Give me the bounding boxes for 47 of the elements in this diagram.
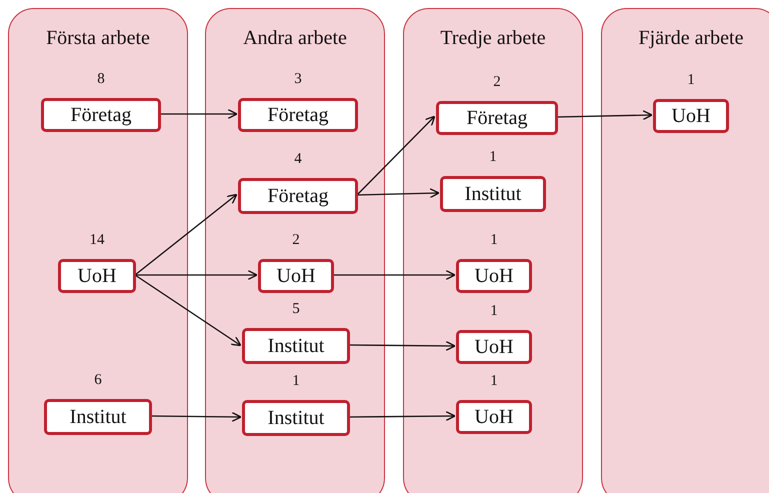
box-label: UoH <box>474 406 514 428</box>
count-label: 2 <box>493 74 501 91</box>
box-label: UoH <box>672 104 710 128</box>
column-panel <box>8 8 188 493</box>
box-label: Institut <box>268 406 324 430</box>
arrow <box>333 270 456 280</box>
column-panel <box>601 8 769 493</box>
arrow <box>356 116 436 196</box>
count-label: 6 <box>94 372 102 389</box>
arrow <box>151 412 242 422</box>
box-label: UoH <box>78 264 116 288</box>
box-label: UoH <box>276 264 316 288</box>
arrow <box>135 270 258 280</box>
arrow <box>160 108 238 120</box>
arrow <box>556 110 653 120</box>
count-label: 1 <box>292 373 300 390</box>
box-label: Företag <box>267 104 329 126</box>
arrow <box>134 274 242 346</box>
arrow <box>134 194 238 276</box>
column-heading: Första arbete <box>45 27 151 50</box>
arrow <box>349 410 456 422</box>
column-heading: Tredje arbete <box>439 27 547 50</box>
box-label: UoH <box>474 264 514 288</box>
count-label: 1 <box>490 373 498 390</box>
count-label: 5 <box>292 301 300 318</box>
column-heading: Andra arbete <box>242 27 348 50</box>
box-label: Företag <box>466 106 528 130</box>
box-label: Institut <box>464 182 522 206</box>
box-label: Institut <box>70 406 126 428</box>
count-label: 1 <box>490 303 498 320</box>
arrow <box>356 188 440 198</box>
count-label: 3 <box>294 71 302 88</box>
count-label: 14 <box>90 232 104 249</box>
column-heading: Fjärde arbete <box>638 27 744 50</box>
count-label: 2 <box>292 232 300 249</box>
count-label: 1 <box>490 232 498 249</box>
arrow <box>349 340 456 352</box>
count-label: 8 <box>97 71 105 88</box>
box-label: Institut <box>268 334 324 358</box>
box-label: Företag <box>267 184 329 208</box>
column-panel <box>205 8 385 493</box>
box-label: Företag <box>70 104 132 126</box>
column-panel <box>403 8 583 493</box>
count-label: 1 <box>489 149 497 166</box>
count-label: 1 <box>687 72 695 89</box>
count-label: 4 <box>294 151 302 168</box>
box-label: UoH <box>474 336 514 358</box>
